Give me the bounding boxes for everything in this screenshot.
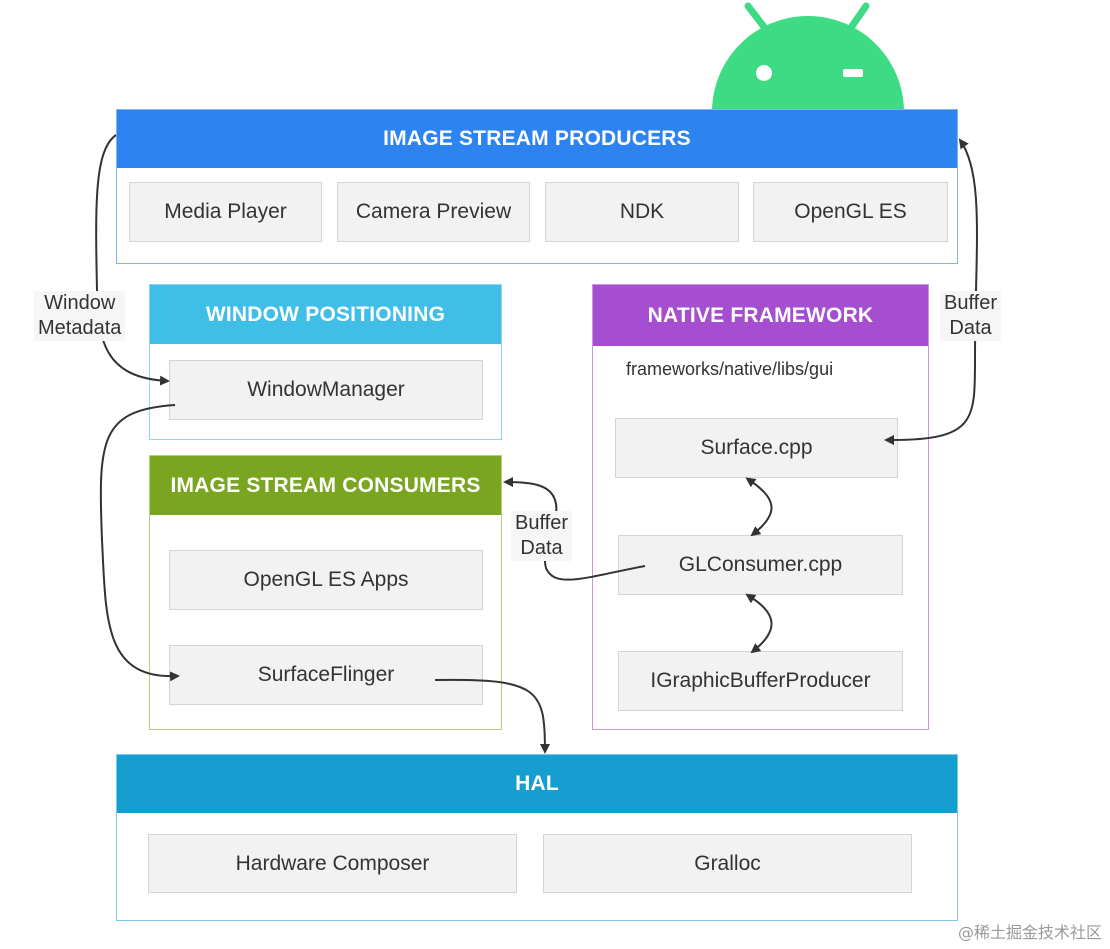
window-manager-box: WindowManager	[169, 360, 483, 420]
opengl-es-box: OpenGL ES	[753, 182, 948, 242]
window-positioning-section: WINDOW POSITIONING WindowManager	[149, 284, 502, 440]
surface-cpp-box: Surface.cpp	[615, 418, 898, 478]
window-positioning-title: WINDOW POSITIONING	[150, 285, 501, 344]
media-player-box: Media Player	[129, 182, 322, 242]
hal-title: HAL	[117, 755, 957, 813]
consumers-title: IMAGE STREAM CONSUMERS	[150, 456, 501, 515]
surfaceflinger-box: SurfaceFlinger	[169, 645, 483, 705]
buffer-data-right-label: Buffer Data	[940, 291, 1001, 341]
producers-section: IMAGE STREAM PRODUCERS Media Player Came…	[116, 109, 958, 264]
glconsumer-cpp-box: GLConsumer.cpp	[618, 535, 903, 595]
native-framework-title: NATIVE FRAMEWORK	[593, 285, 928, 346]
consumers-section: IMAGE STREAM CONSUMERS OpenGL ES Apps Su…	[149, 455, 502, 730]
producers-title: IMAGE STREAM PRODUCERS	[117, 110, 957, 168]
android-icon	[712, 2, 904, 112]
native-framework-section: NATIVE FRAMEWORK frameworks/native/libs/…	[592, 284, 929, 730]
camera-preview-box: Camera Preview	[337, 182, 530, 242]
watermark: @稀土掘金技术社区	[957, 923, 1102, 942]
window-metadata-label: Window Metadata	[34, 291, 126, 341]
buffer-data-middle-label: Buffer Data	[511, 511, 572, 561]
hardware-composer-box: Hardware Composer	[148, 834, 517, 893]
opengl-es-apps-box: OpenGL ES Apps	[169, 550, 483, 610]
igraphicbufferproducer-box: IGraphicBufferProducer	[618, 651, 903, 711]
ndk-box: NDK	[545, 182, 739, 242]
gralloc-box: Gralloc	[543, 834, 912, 893]
native-framework-path: frameworks/native/libs/gui	[626, 359, 834, 379]
hal-section: HAL Hardware Composer Gralloc	[116, 754, 958, 921]
